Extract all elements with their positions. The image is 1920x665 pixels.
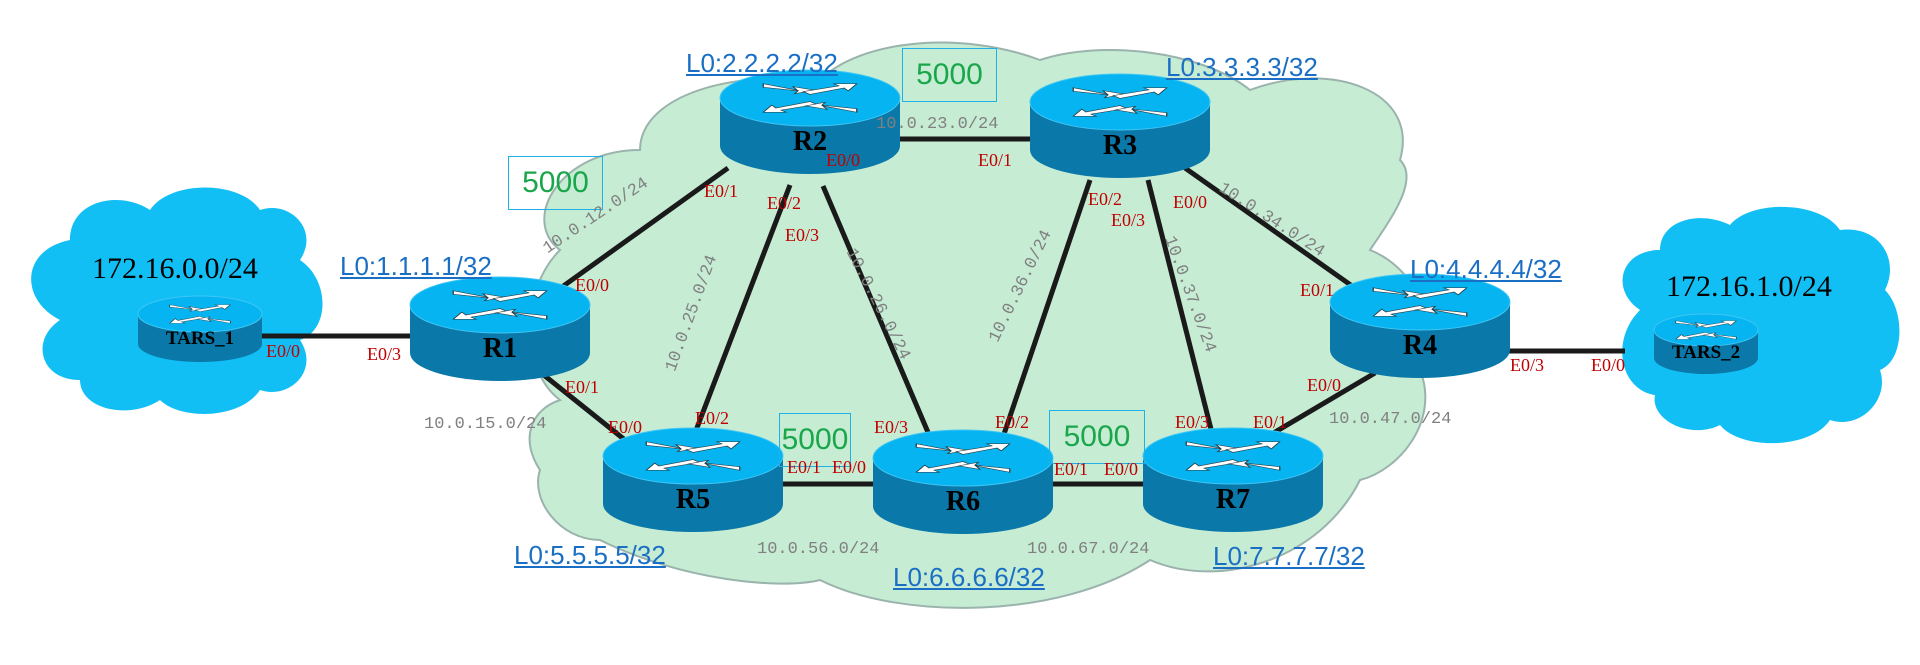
external-network-label-left: 172.16.0.0/24 <box>92 252 258 285</box>
link-r2-r6 <box>820 185 933 438</box>
router-arrows-icon <box>645 441 741 471</box>
router-arrows-icon <box>1072 87 1168 117</box>
iface-r6-e0-1: E0/1 <box>1054 459 1088 479</box>
loopback-label-r3[interactable]: L0:3.3.3.3/32 <box>1166 52 1318 82</box>
iface-r7-e0-1: E0/1 <box>1253 412 1287 432</box>
iface-r7-e0-3: E0/3 <box>1175 412 1209 432</box>
iface-tars1-e0-0: E0/0 <box>266 341 300 361</box>
subnet-label-r5-r6: 10.0.56.0/24 <box>757 540 880 559</box>
router-top <box>719 69 901 127</box>
router-r5[interactable]: R5 <box>602 427 784 532</box>
router-r4[interactable]: R4 <box>1329 273 1511 378</box>
loopback-label-r6[interactable]: L0:6.6.6.6/32 <box>893 562 1045 592</box>
link-r1-r2 <box>553 165 730 295</box>
router-name-label: R3 <box>1103 130 1137 161</box>
subnet-label-r1-r5: 10.0.15.0/24 <box>424 415 547 434</box>
router-arrows-icon <box>452 290 548 320</box>
router-name-label: R2 <box>793 126 827 157</box>
router-name-label: R6 <box>946 486 980 517</box>
iface-r5-e0-2: E0/2 <box>695 408 729 428</box>
iface-r3-e0-1: E0/1 <box>978 150 1012 170</box>
router-arrows-icon <box>762 83 858 113</box>
links-layer <box>262 136 1625 487</box>
router-tars-1[interactable]: TARS_1 <box>137 295 263 362</box>
iface-r2-e0-1: E0/1 <box>704 181 738 201</box>
iface-r3-e0-2: E0/2 <box>1088 189 1122 209</box>
link-r3-r4 <box>1183 165 1364 296</box>
iface-r1-e0-1: E0/1 <box>565 377 599 397</box>
router-name-label: R4 <box>1403 330 1437 361</box>
cost-box-r6-r7: 5000 <box>1049 410 1145 464</box>
subnet-label-r2-r3: 10.0.23.0/24 <box>876 115 999 134</box>
loopback-label-r2[interactable]: L0:2.2.2.2/32 <box>686 48 838 78</box>
cost-box-r1-r2: 5000 <box>508 156 603 210</box>
iface-r5-e0-1: E0/1 <box>787 457 821 477</box>
router-r7[interactable]: R7 <box>1142 427 1324 532</box>
iface-r2-e0-2: E0/2 <box>767 193 801 213</box>
router-top <box>137 295 263 333</box>
router-r2[interactable]: R2 <box>719 69 901 174</box>
router-r1[interactable]: R1 <box>409 276 591 381</box>
iface-r3-e0-0: E0/0 <box>1173 192 1207 212</box>
link-r1-r5 <box>538 370 627 442</box>
subnet-label-r4-r7: 10.0.47.0/24 <box>1329 410 1452 429</box>
cost-box-r5-r6: 5000 <box>779 413 851 467</box>
iface-r4-e0-0: E0/0 <box>1307 375 1341 395</box>
external-cloud-right <box>1622 206 1900 444</box>
router-arrows-icon <box>1675 320 1737 340</box>
iface-tars2-e0-0: E0/0 <box>1591 355 1625 375</box>
link-r2-r5 <box>692 184 793 434</box>
loopback-label-r4[interactable]: L0:4.4.4.4/32 <box>1410 254 1562 284</box>
iface-r1-e0-0: E0/0 <box>575 275 609 295</box>
iface-r3-e0-3: E0/3 <box>1111 210 1145 230</box>
cost-box-r2-r3: 5000 <box>902 48 997 102</box>
router-name-label: TARS_1 <box>166 328 234 349</box>
iface-r2-e0-3: E0/3 <box>785 225 819 245</box>
link-r3-r7 <box>1145 179 1216 438</box>
router-name-label: R1 <box>483 333 517 364</box>
iface-r1-e0-3: E0/3 <box>367 344 401 364</box>
router-arrows-icon <box>1372 287 1468 317</box>
iface-r6-e0-3: E0/3 <box>874 417 908 437</box>
router-tars-2[interactable]: TARS_2 <box>1653 313 1759 374</box>
iface-r6-e0-0: E0/0 <box>832 457 866 477</box>
router-name-label: TARS_2 <box>1672 342 1740 363</box>
iface-r7-e0-0: E0/0 <box>1104 459 1138 479</box>
iface-r5-e0-0: E0/0 <box>608 417 642 437</box>
router-arrows-icon <box>915 443 1011 473</box>
iface-r4-e0-1: E0/1 <box>1300 280 1334 300</box>
router-top <box>1029 73 1211 131</box>
router-name-label: R5 <box>676 484 710 515</box>
link-r4-r7 <box>1263 370 1377 441</box>
router-arrows-icon <box>169 304 231 324</box>
iface-r2-e0-0: E0/0 <box>826 150 860 170</box>
loopback-label-r1[interactable]: L0:1.1.1.1/32 <box>340 251 492 281</box>
router-r3[interactable]: R3 <box>1029 73 1211 178</box>
router-top <box>872 429 1054 487</box>
iface-r6-e0-2: E0/2 <box>995 412 1029 432</box>
external-network-label-right: 172.16.1.0/24 <box>1666 270 1832 303</box>
router-name-label: R7 <box>1216 484 1250 515</box>
loopback-label-r5[interactable]: L0:5.5.5.5/32 <box>514 540 666 570</box>
router-r6[interactable]: R6 <box>872 429 1054 534</box>
router-top <box>409 276 591 334</box>
subnet-label-r6-r7: 10.0.67.0/24 <box>1027 540 1150 559</box>
link-r3-r6 <box>1000 179 1093 438</box>
iface-r4-e0-3: E0/3 <box>1510 355 1544 375</box>
loopback-label-r7[interactable]: L0:7.7.7.7/32 <box>1213 541 1365 571</box>
router-arrows-icon <box>1185 441 1281 471</box>
router-top <box>1142 427 1324 485</box>
